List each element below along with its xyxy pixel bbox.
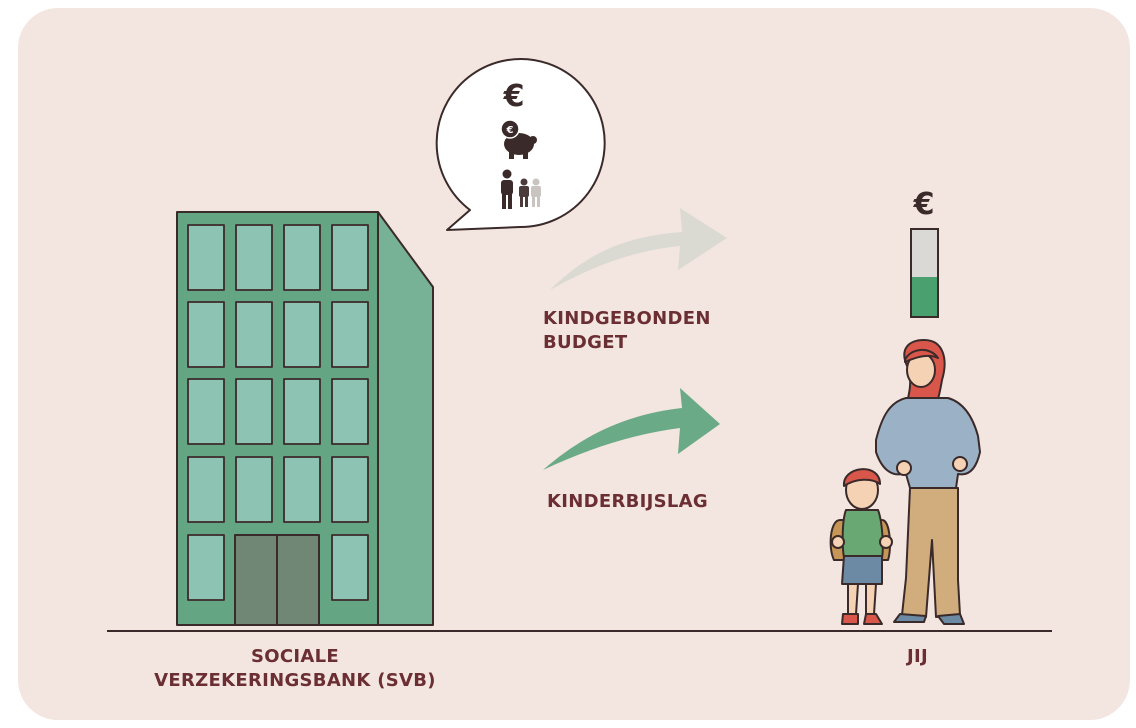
svg-text:€: € (506, 125, 514, 136)
family-icon (501, 169, 541, 209)
piggy-bank-icon: € (500, 119, 537, 159)
building-window (331, 224, 369, 291)
building-window (235, 456, 273, 523)
woman-figure (875, 339, 981, 625)
child-figure (829, 468, 893, 625)
label-kindgebonden-line1: KINDGEBONDEN (543, 308, 711, 329)
building-window (187, 534, 225, 601)
building-window (187, 456, 225, 523)
meter-euro-icon: € (913, 187, 935, 222)
building-window (331, 301, 369, 368)
arrow-kinderbijslag (543, 388, 720, 470)
budget-meter (910, 228, 939, 318)
label-svb-line2: VERZEKERINGSBANK (SVB) (154, 670, 436, 691)
building-window (187, 224, 225, 291)
building-window (283, 301, 321, 368)
euro-icon: € (503, 79, 525, 114)
building-window (187, 301, 225, 368)
speech-bubble: € € (435, 58, 606, 231)
arrow-kindgebonden-budget (550, 208, 727, 290)
building-window (331, 456, 369, 523)
building-window (187, 378, 225, 445)
building-window (331, 534, 369, 601)
building-window (283, 224, 321, 291)
svb-building (176, 211, 434, 626)
budget-meter-fill (912, 277, 937, 316)
label-kindgebonden-line2: BUDGET (543, 332, 628, 353)
label-svb-line1: SOCIALE (251, 646, 339, 667)
building-window (283, 456, 321, 523)
label-kinderbijslag: KINDERBIJSLAG (547, 491, 708, 512)
building-window (283, 378, 321, 445)
label-jij: JIJ (907, 646, 928, 667)
label-svb: SOCIALE VERZEKERINGSBANK (SVB) (130, 645, 460, 693)
building-window (331, 378, 369, 445)
label-kindgebonden-budget: KINDGEBONDEN BUDGET (543, 307, 711, 355)
building-window (235, 378, 273, 445)
building-window (235, 301, 273, 368)
building-window (235, 224, 273, 291)
